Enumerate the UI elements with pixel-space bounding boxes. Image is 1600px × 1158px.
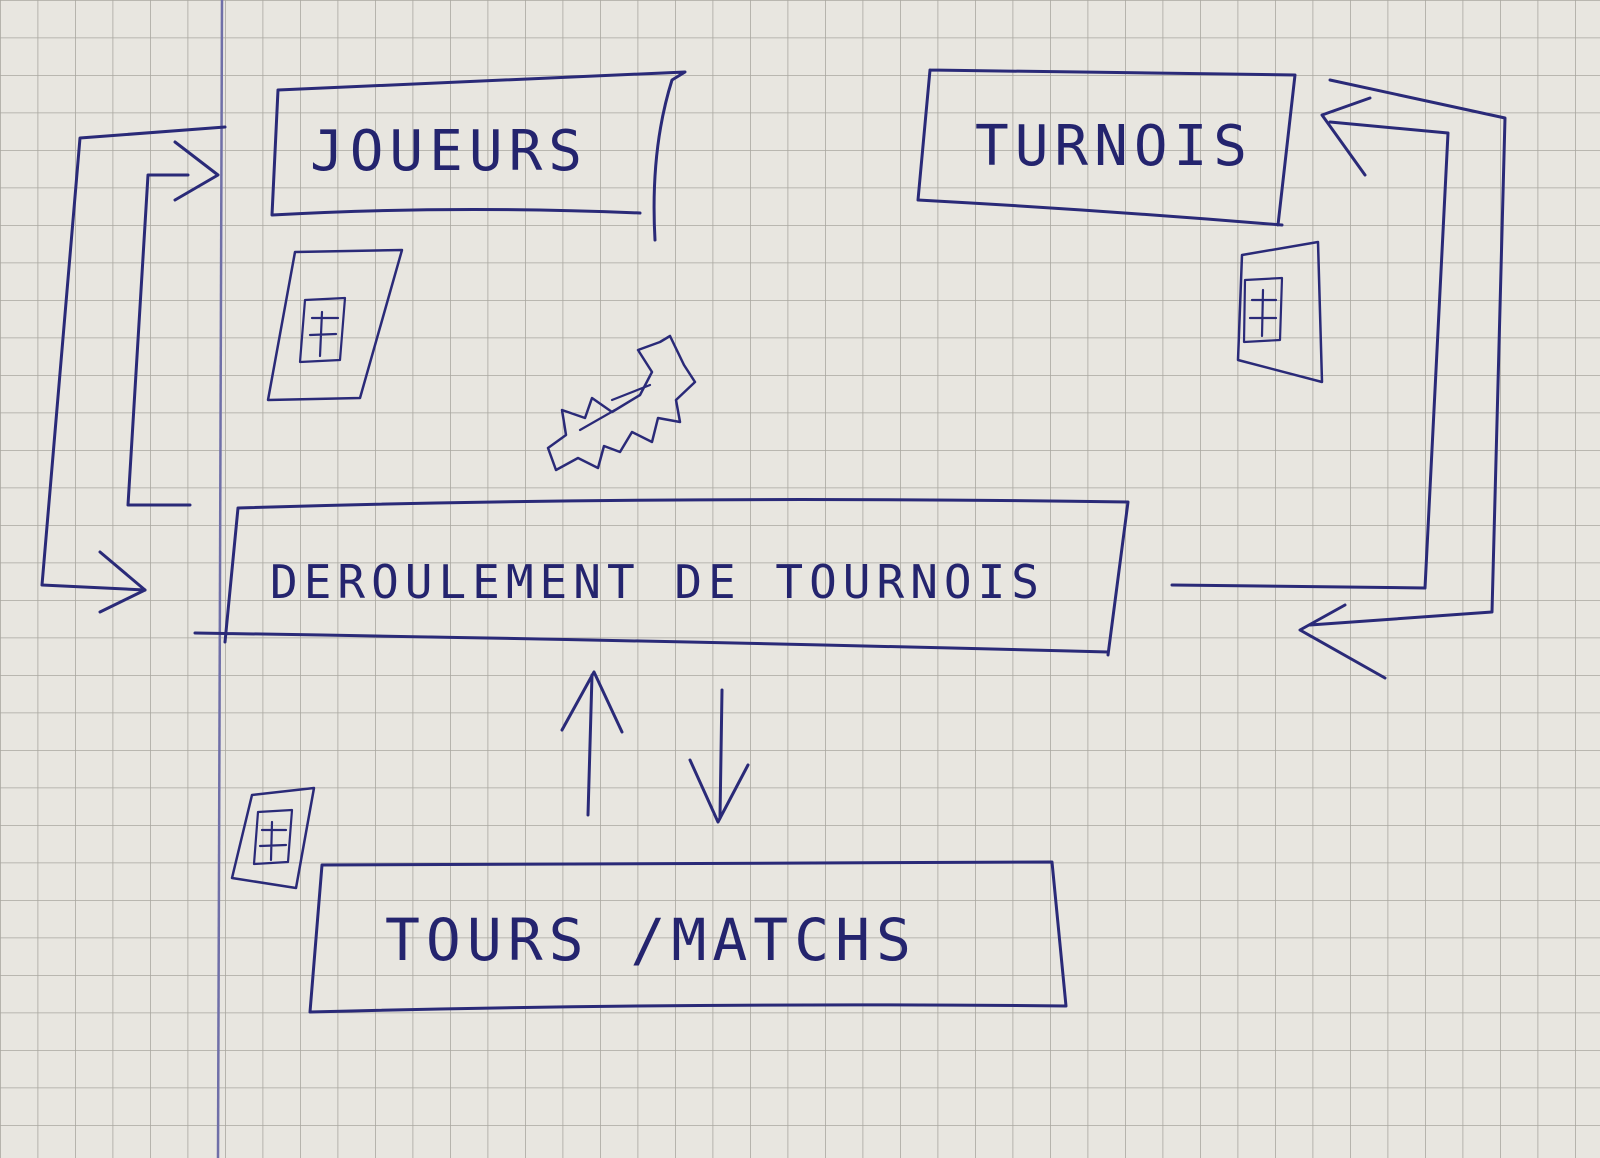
menu-list-icon bbox=[1236, 240, 1324, 384]
menu-list-icon bbox=[230, 786, 316, 890]
node-joueurs-label: JOUEURS bbox=[310, 119, 588, 184]
edge-tournois-deroulement bbox=[1170, 78, 1507, 680]
node-tours-matchs: TOURS /MATCHS bbox=[308, 860, 1068, 1014]
node-tournois-label: TURNOIS bbox=[975, 114, 1253, 179]
node-deroulement-label: DEROULEMENT DE TOURNOIS bbox=[270, 555, 1045, 609]
edge-deroulement-tours bbox=[560, 670, 750, 824]
node-deroulement: DEROULEMENT DE TOURNOIS bbox=[193, 498, 1130, 657]
menu-list-icon bbox=[266, 248, 404, 402]
node-tournois: TURNOIS bbox=[916, 68, 1297, 227]
node-joueurs: JOUEURS bbox=[270, 70, 687, 242]
edge-joueurs-deroulement bbox=[40, 125, 227, 614]
margin-line bbox=[216, 0, 224, 1158]
node-tours-matchs-label: TOURS /MATCHS bbox=[385, 906, 917, 974]
gear-icon bbox=[546, 334, 697, 472]
